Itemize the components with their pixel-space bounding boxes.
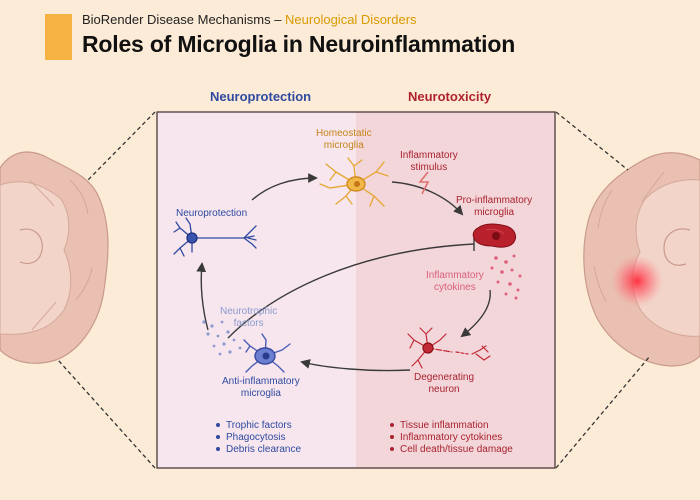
inhibition-arc [227, 243, 475, 339]
list-item: Cell death/tissue damage [390, 444, 513, 456]
bullet-icon [390, 423, 394, 428]
neuroprotection-panel [157, 112, 356, 468]
degenerating-neuron-text: Degenerating neuron [414, 372, 475, 395]
list-item: Inflammatory cytokines [390, 432, 513, 444]
neurotoxicity-heading: Neurotoxicity [408, 89, 492, 104]
bullet-icon [216, 423, 220, 428]
inflammatory-stimulus-text: Inflammatory stimulus [400, 150, 458, 173]
neuroprotection-neuron-icon [173, 217, 257, 257]
lightning-icon [418, 171, 430, 195]
left-brain-illustration [0, 151, 109, 364]
antiinflammatory-microglia-icon [243, 333, 291, 373]
panel-border [156, 111, 556, 469]
arrow-to-proinflammatory [391, 181, 464, 216]
degenerating-neuron-label: Degenerating neuron [414, 372, 474, 396]
proinflammatory-microglia-label: Pro-inflammatory microglia [456, 195, 532, 219]
list-item: Tissue inflammation [390, 420, 513, 432]
neurotoxicity-panel [356, 112, 555, 468]
page-title: Roles of Microglia in Neuroinflammation [82, 31, 516, 57]
arrow-to-degenerating [460, 289, 491, 338]
subtitle-prefix: BioRender Disease Mechanisms – [82, 12, 286, 27]
header-accent-bar [45, 14, 72, 60]
homeostatic-microglia-label: Homeostatic microglia [316, 128, 372, 152]
header: BioRender Disease Mechanisms – Neurologi… [82, 12, 515, 58]
inflammatory-cytokines-label: Inflammatory cytokines [426, 270, 484, 294]
neuroprotection-node-text: Neuroprotection [176, 208, 248, 219]
list-item: Phagocytosis [216, 432, 301, 444]
neurotoxicity-list: Tissue inflammation Inflammatory cytokin… [390, 420, 513, 456]
zoom-lines [57, 111, 651, 469]
list-item-text: Phagocytosis [226, 432, 286, 443]
proinflammatory-microglia-icon [472, 223, 517, 248]
neuroprotection-node-label: Neuroprotection [176, 208, 247, 220]
list-item-text: Trophic factors [226, 420, 292, 431]
bullet-icon [390, 447, 394, 452]
bullet-icon [216, 435, 220, 440]
list-item: Trophic factors [216, 420, 301, 432]
list-item-text: Cell death/tissue damage [400, 444, 513, 455]
bullet-icon [216, 447, 220, 452]
inflammatory-cytokines-dots [490, 254, 522, 300]
arrow-to-homeostatic [251, 173, 318, 201]
inflammatory-stimulus-label: Inflammatory stimulus [400, 150, 458, 174]
homeostatic-microglia-icon [319, 157, 389, 207]
arrow-to-antiinflammatory [300, 359, 411, 372]
list-item: Debris clearance [216, 444, 301, 456]
right-brain-illustration [583, 152, 700, 367]
neuroprotection-heading: Neuroprotection [210, 89, 312, 104]
neurotrophic-factors-label: Neurotrophic factors [220, 306, 277, 330]
arrow-to-neuroprotection [196, 262, 209, 331]
neurotrophic-factors-dots [202, 320, 242, 356]
bullet-icon [390, 435, 394, 440]
degenerating-neuron-icon [407, 327, 491, 369]
list-item-text: Debris clearance [226, 444, 302, 455]
inflammatory-cytokines-text: Inflammatory cytokines [426, 270, 484, 293]
neuroprotection-list: Trophic factors Phagocytosis Debris clea… [216, 420, 301, 456]
list-item-text: Tissue inflammation [400, 420, 489, 431]
list-item-text: Inflammatory cytokines [400, 432, 503, 443]
antiinflammatory-microglia-text: Anti-inflammatory microglia [222, 376, 300, 399]
header-subtitle: BioRender Disease Mechanisms – Neurologi… [82, 12, 515, 27]
antiinflammatory-microglia-label: Anti-inflammatory microglia [222, 376, 300, 400]
neurotrophic-factors-text: Neurotrophic factors [220, 306, 278, 329]
subtitle-highlight: Neurological Disorders [285, 12, 417, 27]
homeostatic-microglia-text: Homeostatic microglia [316, 128, 372, 151]
proinflammatory-microglia-text: Pro-inflammatory microglia [456, 195, 533, 218]
cycle-arrows [196, 173, 491, 372]
